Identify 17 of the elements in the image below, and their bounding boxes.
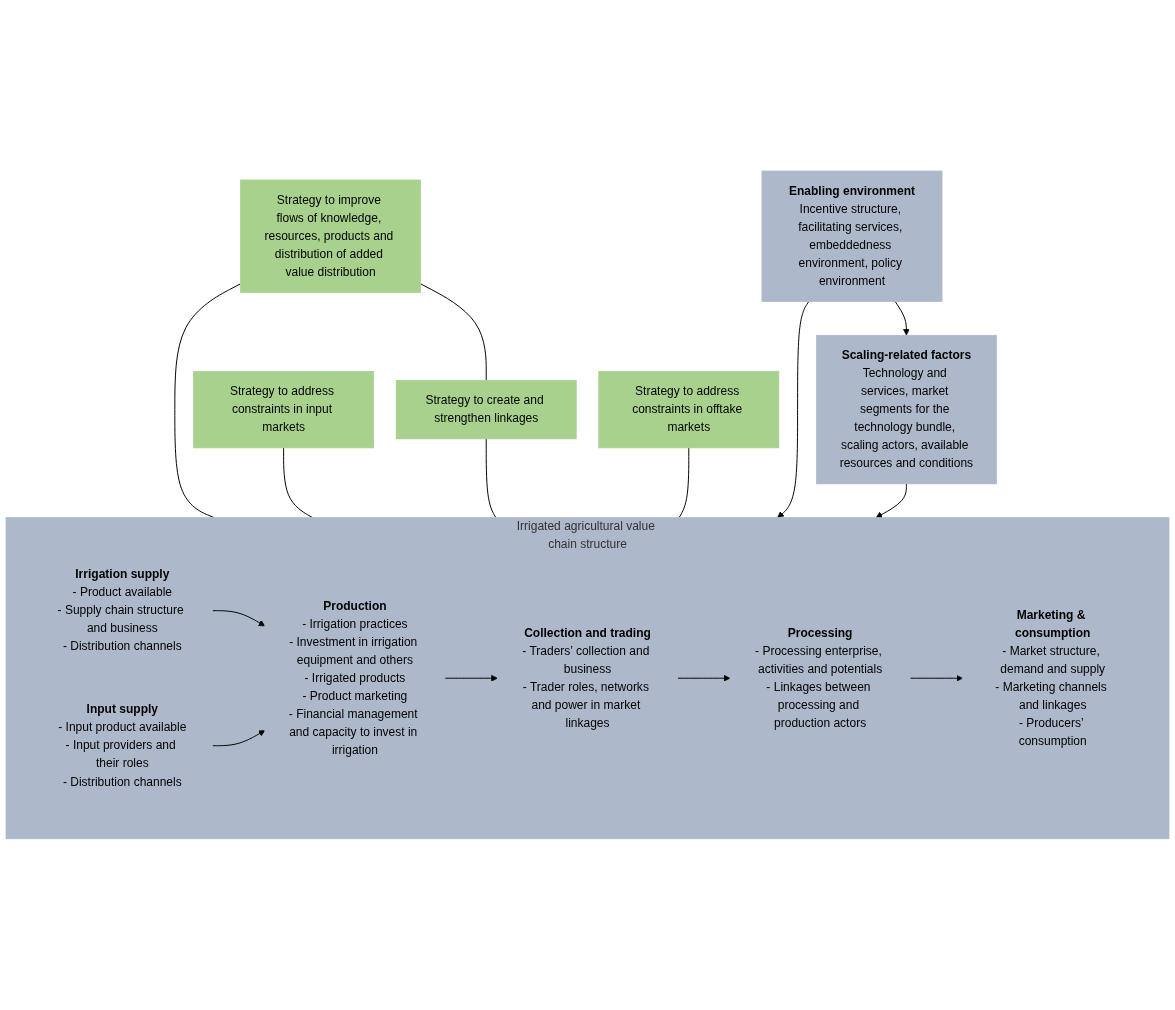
node-text: Production - Irrigation practices - Investment in irrigation equipment and others - Irrigated products - Product marketing - Financial management and capacity to invest in irrigation [288,599,418,757]
node-box: Strategy to improve flows of knowledge, resources, products and distribution of added value distribution [240,179,421,294]
node-text: Marketing & consumption - Market structure, demand and supply - Marketing channels and linkages - Producers’ consumption [995,608,1107,748]
connector [485,438,497,519]
node-box: Scaling-related factors Technology and services, market segments for the technology bundle, scaling actors, available resources and conditions [815,335,997,485]
connector [283,447,313,519]
node-box: Strategy to address constraints in input markets [193,371,375,449]
node-box: Enabling environment Incentive structure, facilitating services, embeddedness environment, policy environment [761,170,943,303]
node-box: Strategy to address constraints in offtake markets [598,371,780,449]
connector [420,283,487,381]
node-text: Irrigation supply - Product available - Supply chain structure and business - Distribution channels [57,568,184,653]
node-text: Input supply - Input product available - Input providers and their roles - Distribution channels [58,703,187,788]
node-text: Processing - Processing enterprise, activities and potentials - Linkages between processing and production actors [755,626,883,730]
node-text: Collection and trading - Traders’ collection and business - Trader roles, networks and power in market linkages [522,626,651,730]
connector [174,283,241,519]
connector [678,447,690,519]
node-box: Strategy to create and strengthen linkages [395,380,577,440]
